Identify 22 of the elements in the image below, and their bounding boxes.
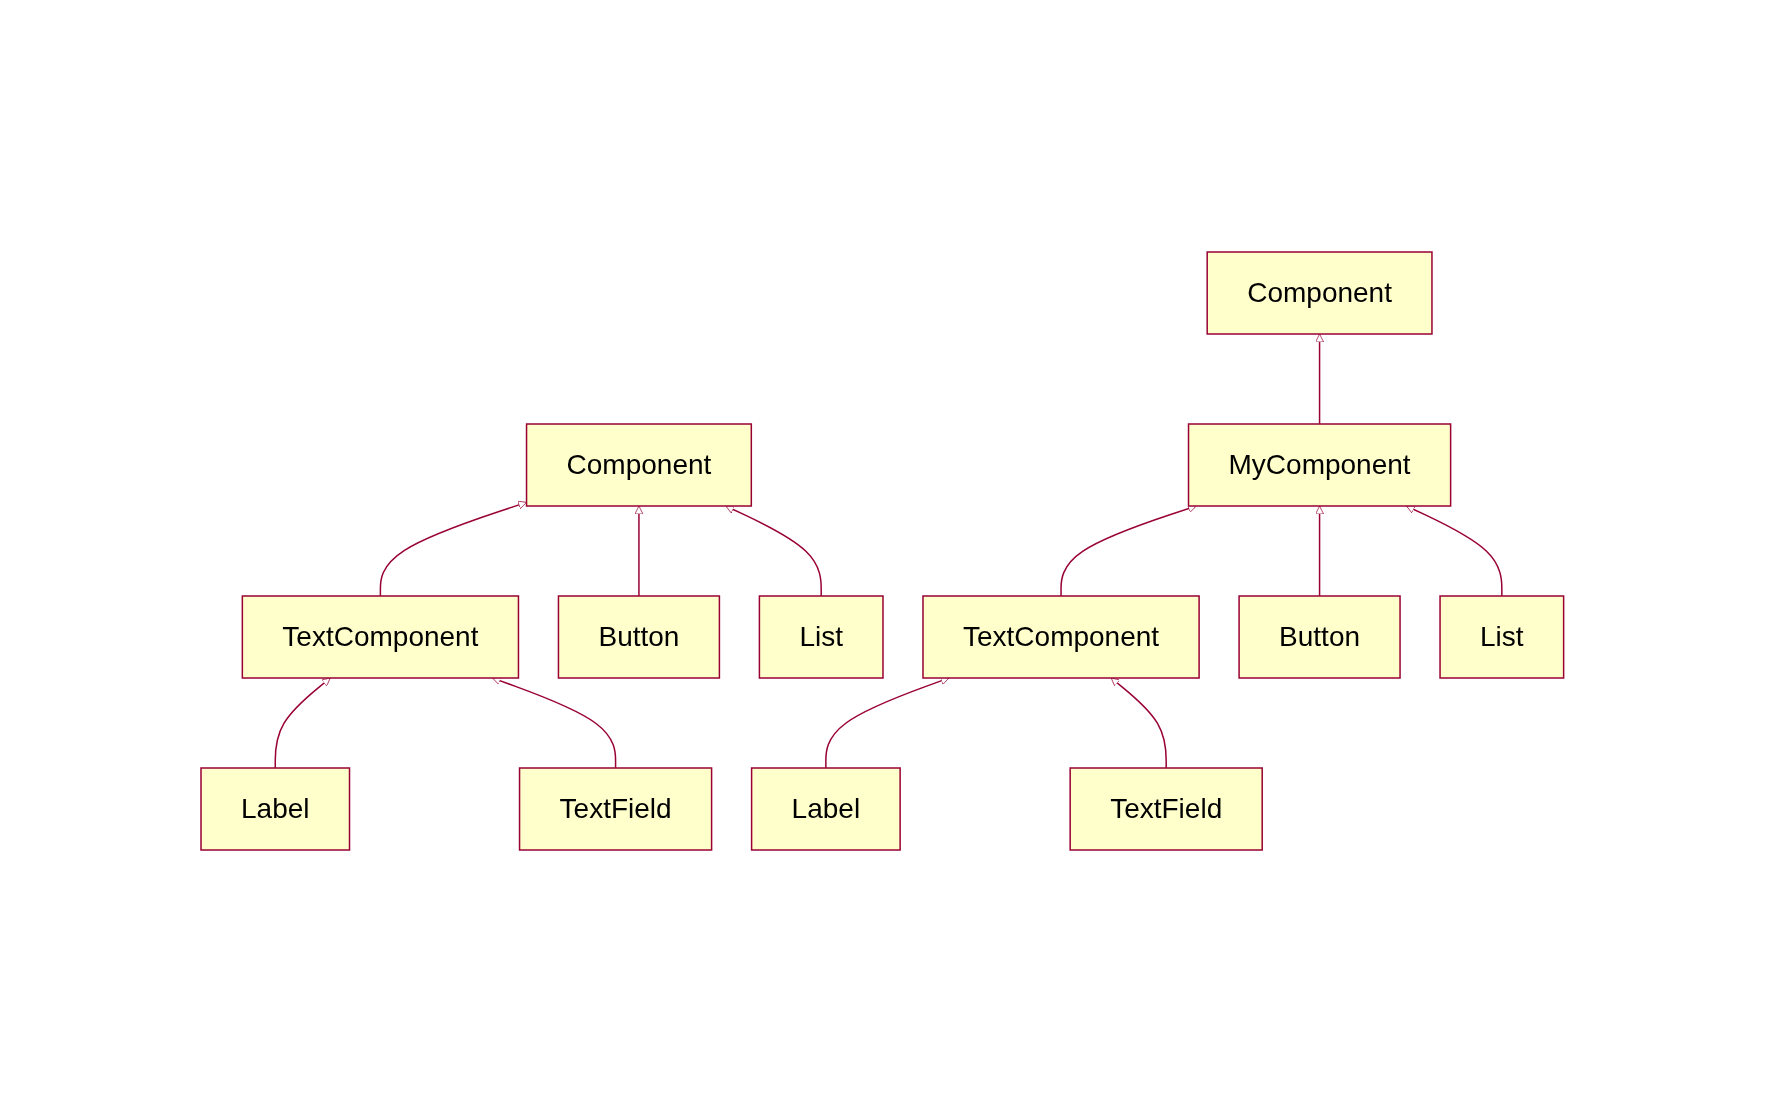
arrow xyxy=(1060,504,1197,597)
node-box: MyComponent xyxy=(1187,423,1452,507)
node-box: Label xyxy=(751,767,902,851)
node-box: Button xyxy=(1238,595,1401,679)
arrow xyxy=(725,505,823,597)
node-box: Component xyxy=(526,423,753,507)
node-box: List xyxy=(758,595,884,679)
node-box: List xyxy=(1439,595,1565,679)
arrow xyxy=(274,677,331,769)
arrow xyxy=(634,505,644,597)
node-box: TextField xyxy=(1069,767,1264,851)
arrow xyxy=(1406,505,1503,597)
arrow xyxy=(379,500,528,597)
arrow xyxy=(1315,333,1325,425)
node-box: TextComponent xyxy=(922,595,1201,679)
arrow xyxy=(1110,677,1168,769)
node-box: TextComponent xyxy=(241,595,520,679)
node-box: Label xyxy=(200,767,351,851)
node-box: Button xyxy=(557,595,721,679)
node-box: Component xyxy=(1206,251,1433,335)
node-box: TextField xyxy=(519,767,713,851)
arrow xyxy=(1315,505,1325,597)
